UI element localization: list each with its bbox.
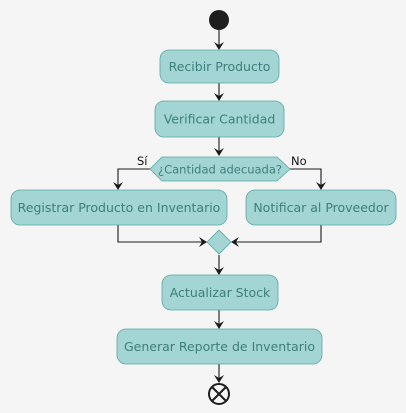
arrow-register-merge — [199, 237, 207, 247]
node-register-label: Registrar Producto en Inventario — [18, 200, 221, 215]
node-register: Registrar Producto en Inventario — [10, 189, 228, 226]
node-report: Generar Reporte de Inventario — [116, 328, 323, 365]
arrow-decision-register — [113, 182, 123, 190]
edge-register-merge — [117, 225, 203, 243]
node-notify: Notificar al Proveedor — [245, 189, 397, 226]
arrow-decision-notify — [316, 182, 326, 190]
arrow-merge-update — [214, 267, 224, 275]
node-notify-label: Notificar al Proveedor — [253, 200, 389, 215]
node-decision: ¿Cantidad adecuada? — [149, 156, 291, 182]
edge-decision-notify — [290, 168, 322, 186]
branch-yes-label: Sí — [137, 154, 148, 168]
arrow-report-end — [214, 375, 224, 383]
branch-no-label: No — [291, 154, 307, 168]
node-decision-label: ¿Cantidad adecuada? — [158, 163, 282, 177]
arrow-update-report — [214, 321, 224, 329]
start-node — [209, 10, 229, 30]
node-receive-label: Recibir Producto — [169, 59, 271, 74]
node-receive: Recibir Producto — [159, 49, 280, 84]
end-node — [208, 383, 230, 405]
node-verify: Verificar Cantidad — [154, 100, 285, 138]
edge-decision-register — [117, 168, 150, 186]
merge-node — [206, 229, 232, 255]
node-update: Actualizar Stock — [161, 274, 279, 311]
edge-notify-merge — [236, 225, 322, 243]
node-verify-label: Verificar Cantidad — [164, 112, 276, 127]
node-report-label: Generar Reporte de Inventario — [124, 339, 315, 354]
arrow-start-receive — [214, 42, 224, 50]
arrow-notify-merge — [231, 237, 239, 247]
node-update-label: Actualizar Stock — [170, 285, 271, 300]
arrow-receive-verify — [214, 93, 224, 101]
arrow-verify-decision — [214, 148, 224, 156]
edges — [113, 30, 326, 383]
